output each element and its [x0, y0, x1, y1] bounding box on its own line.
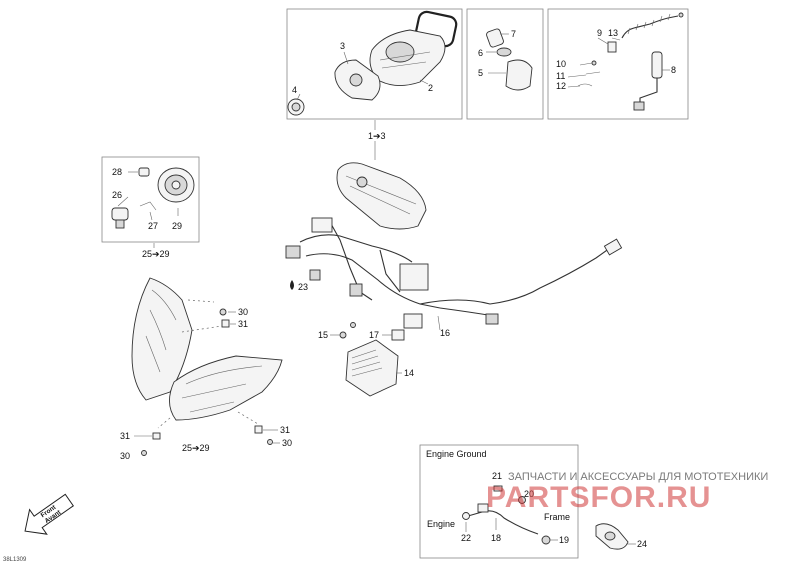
- ref-25-29-bottom: 25➔29: [182, 443, 210, 453]
- grommet-31-left: [152, 432, 161, 440]
- box-engine-ground: [419, 444, 579, 559]
- coiled-cable: [621, 12, 684, 39]
- callout-31-top: 31: [238, 319, 248, 329]
- switch-knob: [486, 28, 504, 48]
- inset-title: Engine Ground: [426, 449, 487, 459]
- box-instrument-cluster: [286, 8, 463, 120]
- callout-30-left: 30: [120, 451, 130, 461]
- clip-27: [139, 201, 157, 211]
- small-parts-10-12: [577, 60, 601, 87]
- cluster-assembly: [336, 162, 427, 230]
- callout-23: 23: [298, 282, 308, 292]
- inset-engine-label: Engine: [427, 519, 455, 529]
- relay-17: [391, 329, 405, 341]
- gauge: [287, 98, 305, 116]
- connector-9: [607, 41, 617, 53]
- watermark-logo: PARTSFOR.RU: [486, 481, 711, 514]
- sensor-8: [633, 51, 663, 111]
- callout-29: 29: [172, 221, 182, 231]
- harness-connector-b: [285, 245, 301, 259]
- callout-5: 5: [478, 68, 483, 78]
- callout-16: 16: [440, 328, 450, 338]
- harness-connector-e: [403, 313, 423, 329]
- callout-27: 27: [148, 221, 158, 231]
- fuse-23: [290, 280, 294, 290]
- watermark-caption: ЗАПЧАСТИ И АКСЕССУАРЫ ДЛЯ МОТОТЕХНИКИ: [508, 471, 768, 483]
- inset-frame-label: Frame: [544, 512, 570, 522]
- regulator-14: [345, 339, 399, 397]
- ref-25-29-top: 25➔29: [142, 249, 170, 259]
- front-arrow-icon: Front Avant: [24, 493, 75, 535]
- bulb-28: [138, 167, 150, 177]
- callout-10: 10: [556, 59, 566, 69]
- box-sensor-cable: [547, 8, 689, 120]
- callout-31-right: 31: [280, 425, 290, 435]
- callout-28: 28: [112, 167, 122, 177]
- callout-3: 3: [340, 41, 345, 51]
- harness-connector-a: [311, 217, 333, 233]
- callout-9: 9: [597, 28, 602, 38]
- callout-15: 15: [318, 330, 328, 340]
- nut-20: [518, 496, 526, 504]
- callout-18: 18: [491, 533, 501, 543]
- grommet-24: [595, 523, 629, 550]
- callout-4: 4: [292, 85, 297, 95]
- harness-connector-end: [603, 238, 623, 256]
- box-switch: [466, 8, 544, 120]
- document-id: 38L1309: [3, 557, 27, 563]
- box-headlamp-bulb: [101, 156, 200, 243]
- callout-17: 17: [369, 330, 379, 340]
- callout-31-left: 31: [120, 431, 130, 441]
- callout-21: 21: [492, 471, 502, 481]
- grommet-31-top: [221, 319, 230, 328]
- grommet-31-right: [254, 425, 263, 434]
- harness-connector-f: [485, 313, 499, 325]
- callout-2: 2: [428, 83, 433, 93]
- callout-20: 20: [524, 489, 534, 499]
- callout-12: 12: [556, 81, 566, 91]
- bolt-21: [493, 485, 503, 492]
- callout-13: 13: [608, 28, 618, 38]
- callout-19: 19: [559, 535, 569, 545]
- screw-30-top: [219, 308, 227, 316]
- screw-30-right: [267, 439, 273, 445]
- switch-body: [505, 59, 533, 91]
- headlamp-left: [131, 277, 193, 401]
- callout-30-top: 30: [238, 307, 248, 317]
- harness-connector-d: [349, 283, 363, 297]
- callout-24: 24: [637, 539, 647, 549]
- cluster-lens: [334, 59, 381, 101]
- callout-11: 11: [556, 71, 565, 81]
- callout-14: 14: [404, 368, 414, 378]
- callout-26: 26: [112, 190, 122, 200]
- bulb-26: [111, 207, 129, 229]
- screw-15: [339, 331, 347, 339]
- small-screw: [350, 322, 356, 328]
- harness-connector-c: [399, 263, 429, 291]
- ground-cable-18: [467, 503, 539, 535]
- callout-8: 8: [671, 65, 676, 75]
- harness-connector-g: [309, 269, 321, 281]
- callout-7: 7: [511, 29, 516, 39]
- washer-22: [462, 512, 470, 520]
- switch-nut: [496, 47, 512, 57]
- nut-19: [541, 535, 551, 545]
- cluster-housing: [369, 29, 446, 86]
- reflector-29: [157, 167, 195, 203]
- headlamp-right: [169, 355, 283, 421]
- ref-1-to-3: 1➔3: [368, 131, 386, 141]
- wiring-harness-16: [285, 217, 623, 329]
- callout-30-right: 30: [282, 438, 292, 448]
- callout-22: 22: [461, 533, 471, 543]
- screw-30-left: [141, 450, 147, 456]
- callout-6: 6: [478, 48, 483, 58]
